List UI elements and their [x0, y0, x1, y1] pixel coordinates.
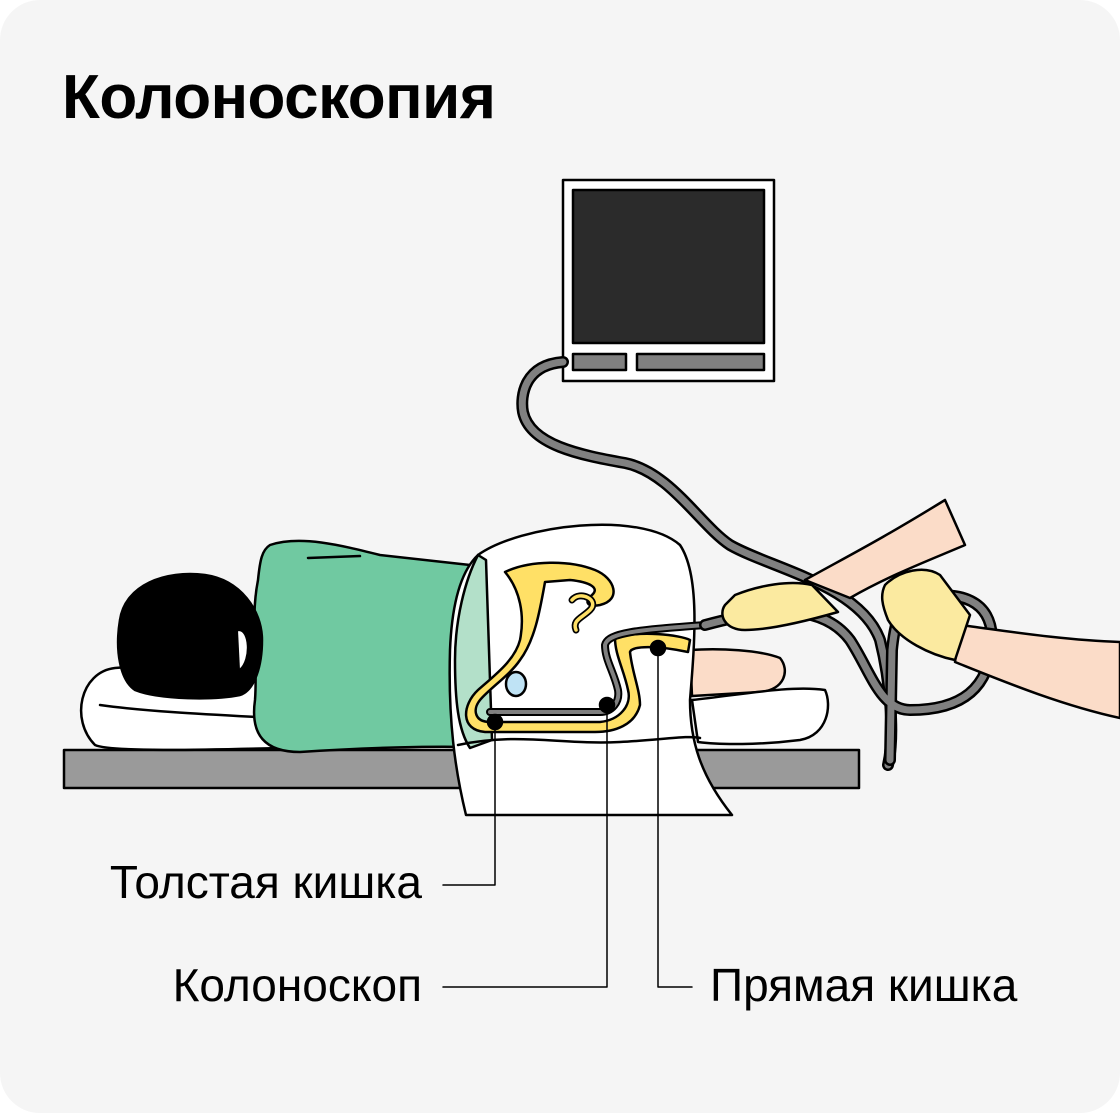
marker-colon — [486, 713, 504, 731]
leader-colon — [442, 721, 496, 886]
patient-hair — [116, 572, 264, 700]
label-colon: Толстая кишка — [109, 856, 422, 908]
label-rectum: Прямая кишка — [710, 959, 1018, 1011]
label-colonoscope: Колоноскоп — [172, 959, 422, 1011]
leader-scope — [442, 704, 608, 988]
marker-rectum — [649, 639, 667, 657]
glove-left — [721, 581, 840, 632]
glove-right — [880, 568, 972, 662]
monitor-button-right — [635, 352, 766, 372]
monitor-screen — [571, 188, 766, 345]
leader-lines — [442, 647, 693, 988]
doctor-arms — [721, 498, 1120, 720]
monitor-button-left — [571, 352, 628, 372]
leader-rectum — [657, 647, 693, 988]
patient-shirt — [252, 539, 497, 754]
patient-ear — [236, 628, 250, 672]
monitor-cable — [516, 356, 898, 771]
marker-colonoscope — [598, 696, 616, 714]
monitor — [561, 178, 776, 383]
diagram-title: Колоноскопия — [62, 63, 496, 132]
patient-feet — [688, 648, 830, 746]
cecum-bulge — [504, 670, 528, 698]
